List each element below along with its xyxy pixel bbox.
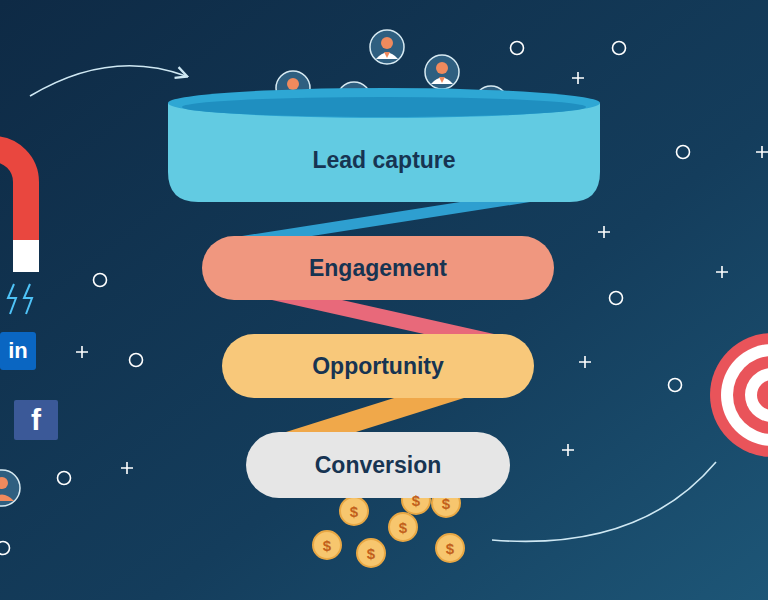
coin — [313, 531, 341, 559]
deco-ring — [613, 42, 626, 55]
deco-plus — [76, 346, 88, 358]
coin-symbol: $ — [404, 488, 428, 512]
coin-symbol: $ — [434, 491, 458, 515]
coin-symbol: $ — [359, 541, 383, 565]
coin-symbol: $ — [315, 533, 339, 557]
band-label: Conversion — [315, 452, 442, 479]
person-avatar — [425, 55, 459, 89]
coin — [357, 539, 385, 567]
funnel-rim — [168, 88, 600, 202]
deco-ring — [610, 292, 623, 305]
person-avatar — [0, 470, 20, 506]
attract-arrow — [30, 66, 186, 96]
coins-group — [313, 486, 464, 567]
deco-ring — [0, 542, 10, 555]
deco-plus — [121, 462, 133, 474]
deco-plus — [756, 146, 768, 158]
linkedin-logo — [0, 332, 36, 370]
coin — [389, 513, 417, 541]
magnet-icon — [0, 149, 32, 314]
deco-plus — [716, 266, 728, 278]
deco-plus — [562, 444, 574, 456]
deco-ring — [677, 146, 690, 159]
funnel-band: Opportunity — [222, 334, 534, 398]
deco-plus — [572, 72, 584, 84]
coin-symbol: $ — [391, 515, 415, 539]
band-label: Lead capture — [312, 147, 455, 174]
coin — [436, 534, 464, 562]
band-label: Engagement — [309, 255, 447, 282]
person-avatar — [370, 30, 404, 64]
funnel-band: Conversion — [246, 432, 510, 498]
target-icon — [710, 333, 768, 457]
coin-symbol: $ — [438, 536, 462, 560]
deco-plus — [579, 356, 591, 368]
deco-ring — [669, 379, 682, 392]
logo-text: in — [0, 332, 36, 370]
deco-ring — [58, 472, 71, 485]
coin — [340, 497, 368, 525]
logo-text: f — [14, 400, 58, 440]
funnel-ribbon — [272, 300, 494, 334]
funnel-ribbon — [286, 398, 464, 432]
funnel-ribbon — [242, 202, 530, 236]
coin-symbol: $ — [342, 499, 366, 523]
deco-ring — [130, 354, 143, 367]
band-label: Opportunity — [312, 353, 444, 380]
deco-ring — [94, 274, 107, 287]
facebook-logo — [14, 400, 58, 440]
deco-plus — [598, 226, 610, 238]
flow-curve — [492, 462, 716, 541]
deco-ring — [511, 42, 524, 55]
funnel-top-band: Lead capture — [168, 88, 600, 202]
decorations — [0, 42, 768, 555]
funnel-band: Engagement — [202, 236, 554, 300]
